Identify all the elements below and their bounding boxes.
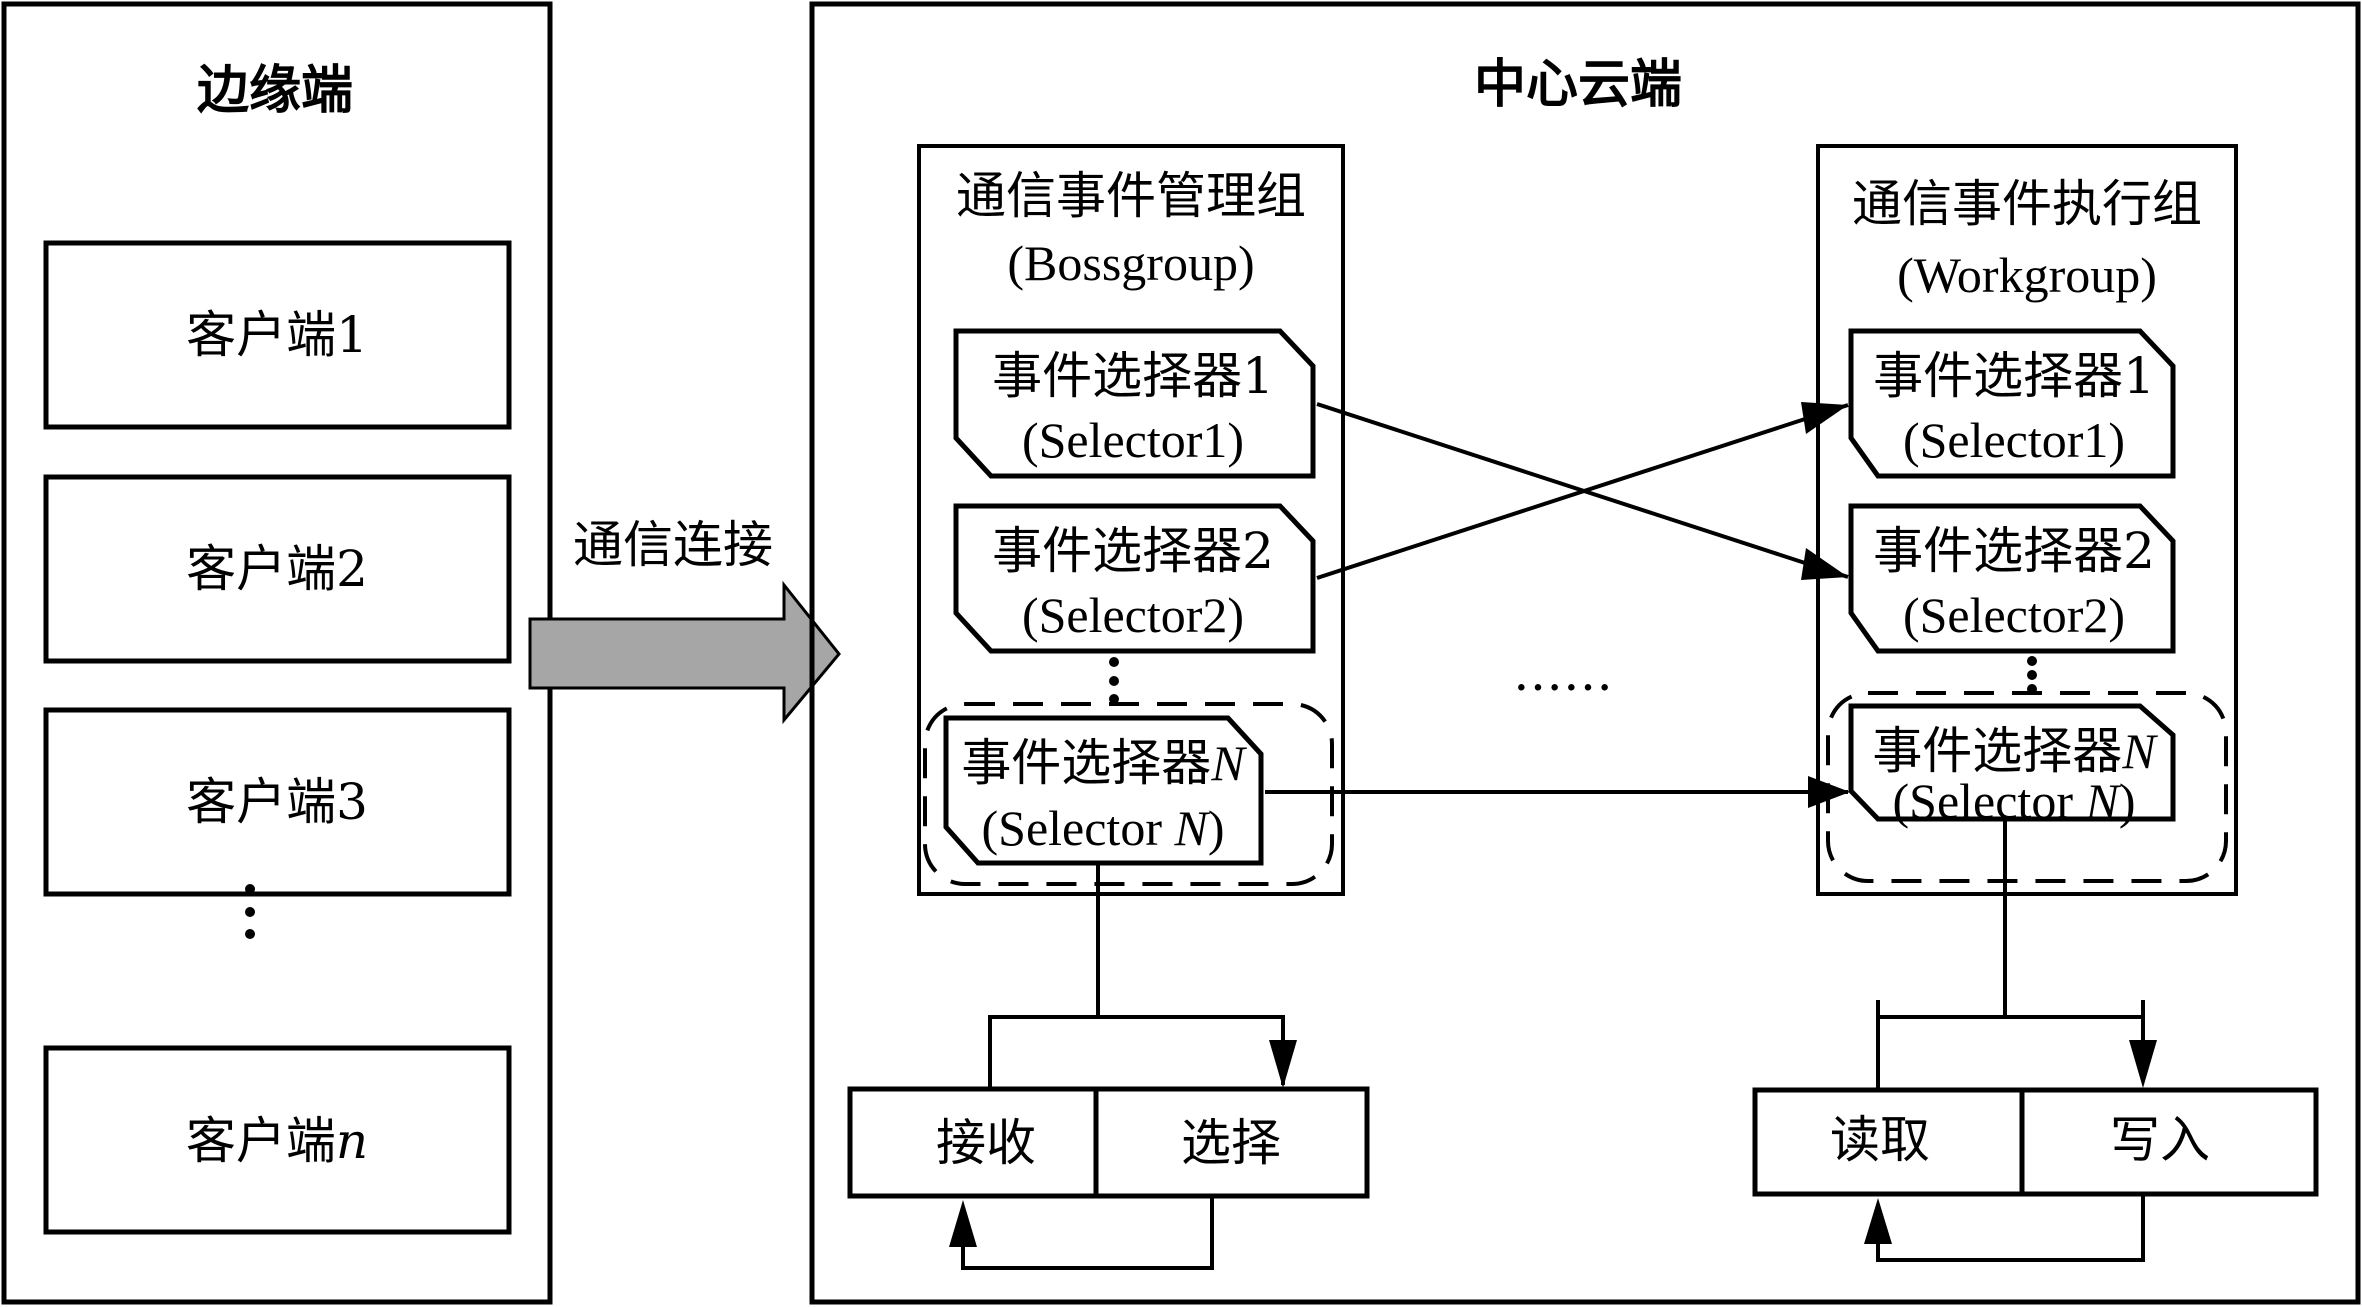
connection-label: 通信连接 <box>573 516 773 574</box>
arrow-right-icon <box>1808 776 1850 808</box>
client-box-3[interactable]: 客户端3 <box>43 707 512 897</box>
boss-selector-2[interactable]: 事件选择器2 (Selector2) <box>953 503 1316 654</box>
edge-panel: 边缘端 客户端1 客户端2 客户端3 客户端n <box>1 1 553 1305</box>
work-selector-n[interactable]: 事件选择器N (Selector N) <box>1848 703 2176 829</box>
svg-text:事件选择器N: 事件选择器N <box>1872 722 2158 780</box>
svg-text:事件选择器2: 事件选择器2 <box>992 522 1274 580</box>
client-box-1[interactable]: 客户端1 <box>43 240 512 430</box>
client-index: n <box>336 1112 368 1170</box>
cloud-panel-border <box>809 1 2361 1305</box>
svg-text:读取: 读取 <box>1830 1111 1930 1169</box>
arrow-up-icon <box>1864 1198 1892 1244</box>
connection-arrow-icon <box>528 580 841 725</box>
svg-text:事件选择器1: 事件选择器1 <box>992 347 1274 405</box>
client-label: 客户端 <box>186 773 336 831</box>
client-label: 客户端 <box>186 306 336 364</box>
arrow-down-icon <box>1269 1040 1297 1088</box>
svg-text:(Selector2): (Selector2) <box>1903 587 2125 643</box>
client-index: 2 <box>336 540 368 598</box>
boss-selector-1[interactable]: 事件选择器1 (Selector1) <box>953 328 1316 479</box>
client-index: 3 <box>336 773 368 831</box>
boss-action-receive[interactable]: 接收 <box>847 1086 1125 1199</box>
boss-fork-line <box>988 863 1285 1088</box>
svg-text:事件选择器2: 事件选择器2 <box>1873 522 2155 580</box>
svg-text:(Selector N): (Selector N) <box>1893 773 2136 829</box>
arrow-right-icon <box>1801 548 1848 580</box>
client-ellipsis <box>245 884 255 939</box>
boss-group-title: 通信事件管理组 <box>956 167 1306 225</box>
work-group-subtitle: (Workgroup) <box>1897 247 2157 303</box>
client-label: 客户端 <box>186 540 336 598</box>
cloud-panel: 中心云端 通信事件管理组 (Bossgroup) 事件选择器1 (Selecto… <box>809 1 2361 1305</box>
boss-action-select[interactable]: 选择 <box>1093 1086 1370 1199</box>
svg-text:写入: 写入 <box>2110 1111 2210 1169</box>
boss-return-line <box>961 1198 1214 1270</box>
work-fork-line-top <box>1876 819 2145 1019</box>
link-boss2-work1 <box>1316 403 1849 580</box>
work-selector-1[interactable]: 事件选择器1 (Selector1) <box>1848 328 2176 479</box>
svg-text:事件选择器1: 事件选择器1 <box>1873 347 2155 405</box>
work-action-read[interactable]: 读取 <box>1752 1087 2025 1197</box>
work-group-border <box>1816 144 2238 896</box>
svg-text:客户端3: 客户端3 <box>186 773 368 831</box>
arrow-up-icon <box>949 1200 977 1247</box>
client-label: 客户端 <box>186 1112 336 1170</box>
boss-selector-n[interactable]: 事件选择器N (Selector N) <box>943 715 1264 866</box>
work-group-title: 通信事件执行组 <box>1852 175 2202 233</box>
svg-text:(Selector2): (Selector2) <box>1022 587 1244 643</box>
work-group: 通信事件执行组 (Workgroup) 事件选择器1 (Selector1) 事… <box>1752 144 2319 1262</box>
svg-text:事件选择器N: 事件选择器N <box>961 734 1247 792</box>
boss-group: 通信事件管理组 (Bossgroup) 事件选择器1 (Selector1) 事… <box>847 144 1370 1270</box>
svg-text:选择: 选择 <box>1181 1114 1281 1172</box>
boss-group-border <box>917 144 1345 896</box>
boss-group-subtitle: (Bossgroup) <box>1007 235 1254 291</box>
cloud-title: 中心云端 <box>1474 54 1682 115</box>
svg-text:客户端1: 客户端1 <box>186 306 368 364</box>
work-selector-2[interactable]: 事件选择器2 (Selector2) <box>1848 503 2176 654</box>
work-selector-ellipsis <box>2027 656 2037 694</box>
svg-text:客户端2: 客户端2 <box>186 540 368 598</box>
edge-title: 边缘端 <box>197 60 353 121</box>
svg-text:(Selector1): (Selector1) <box>1022 412 1244 468</box>
arrow-down-icon <box>2129 1040 2157 1088</box>
client-index: 1 <box>336 306 368 364</box>
svg-text:客户端n: 客户端n <box>186 1112 368 1170</box>
selector-links: …… <box>1265 402 1850 808</box>
svg-text:(Selector N): (Selector N) <box>982 800 1225 856</box>
work-action-write[interactable]: 写入 <box>2019 1087 2319 1197</box>
work-return-line <box>1876 1196 2145 1262</box>
client-box-n[interactable]: 客户端n <box>43 1045 512 1235</box>
connection: 通信连接 <box>528 516 841 725</box>
arrow-right-icon <box>1801 402 1848 434</box>
client-box-2[interactable]: 客户端2 <box>43 474 512 664</box>
boss-selector-ellipsis <box>1109 657 1119 704</box>
middle-ellipsis: …… <box>1513 644 1613 702</box>
svg-text:接收: 接收 <box>936 1114 1036 1172</box>
svg-text:(Selector1): (Selector1) <box>1903 412 2125 468</box>
